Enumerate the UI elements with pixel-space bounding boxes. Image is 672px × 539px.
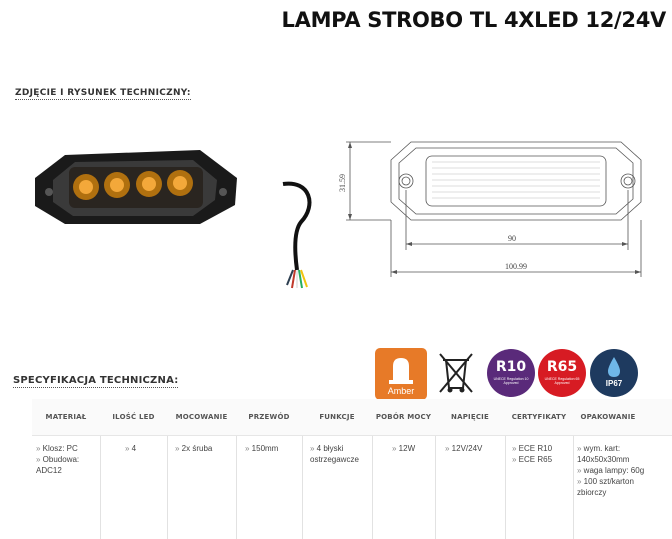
weee-bin-icon <box>439 353 473 393</box>
r10-sublabel: UNECE Regulation 10 Approved <box>493 377 529 385</box>
col-head-voltage: NAPIĘCIE <box>451 413 489 421</box>
col-divider <box>372 436 373 539</box>
col-divider <box>435 436 436 539</box>
col-divider <box>302 436 303 539</box>
col-divider <box>573 436 574 539</box>
cell-certificates: ECE R10 ECE R65 <box>512 443 570 465</box>
cell-item: Klosz: PC <box>36 443 98 454</box>
dim-height: 31.59 <box>338 174 347 192</box>
cell-material: Klosz: PC Obudowa: ADC12 <box>36 443 98 476</box>
spec-table: MATERIAŁ ILOŚĆ LED MOCOWANIE PRZEWÓD FUN… <box>32 399 672 539</box>
col-divider <box>100 436 101 539</box>
col-head-material: MATERIAŁ <box>45 413 87 421</box>
col-divider <box>167 436 168 539</box>
section-label-spec: SPECYFIKACJA TECHNICZNA: <box>13 375 179 388</box>
cell-voltage: 12V/24V <box>445 443 503 454</box>
beacon-icon <box>389 358 413 384</box>
cell-item: 2x śruba <box>175 443 235 454</box>
cell-packaging: wym. kart: 140x50x30mm waga lampy: 60g 1… <box>577 443 645 498</box>
r10-badge: R10 UNECE Regulation 10 Approved <box>487 349 535 397</box>
ip67-label: IP67 <box>605 379 623 388</box>
col-head-led-count: ILOŚĆ LED <box>112 413 155 421</box>
dim-inner: 90 <box>508 234 516 243</box>
cell-item: waga lampy: 60g <box>577 465 645 476</box>
cell-mounting: 2x śruba <box>175 443 235 454</box>
cell-functions: 4 błyski ostrzegawcze <box>310 443 370 465</box>
cell-item: 12V/24V <box>445 443 503 454</box>
technical-drawing: 31.59 90 100.99 <box>338 141 642 277</box>
r65-badge: R65 UNECE Regulation 65 Approved <box>538 349 586 397</box>
cell-item: wym. kart: 140x50x30mm <box>577 443 645 465</box>
dim-total: 100.99 <box>505 262 527 271</box>
cell-led-count: 4 <box>125 443 165 454</box>
col-divider <box>236 436 237 539</box>
col-head-power: POBÓR MOCY <box>375 413 432 421</box>
r10-label: R10 <box>495 359 527 375</box>
cell-item: ECE R10 <box>512 443 570 454</box>
header-divider <box>32 435 672 436</box>
ip67-badge: IP67 <box>590 349 638 397</box>
r65-sublabel: UNECE Regulation 65 Approved <box>544 377 580 385</box>
page-title: LAMPA STROBO TL 4XLED 12/24V <box>281 8 667 32</box>
col-head-certificates: CERTYFIKATY <box>511 413 567 421</box>
amber-badge: Amber <box>375 348 427 400</box>
cell-item: ECE R65 <box>512 454 570 465</box>
col-head-functions: FUNKCJE <box>319 413 355 421</box>
cell-power: 12W <box>392 443 432 454</box>
product-photo <box>35 150 312 289</box>
col-head-packaging: OPAKOWANIE <box>580 413 636 421</box>
cell-item: 12W <box>392 443 432 454</box>
cell-item: 4 <box>125 443 165 454</box>
cell-cable: 150mm <box>245 443 300 454</box>
water-drop-icon <box>608 357 620 377</box>
col-head-cable: PRZEWÓD <box>248 413 290 421</box>
spec-table-header <box>32 399 672 436</box>
col-divider <box>505 436 506 539</box>
section-label-photo: ZDJĘCIE I RYSUNEK TECHNICZNY: <box>15 88 191 100</box>
cell-item: 100 szt/karton zbiorczy <box>577 476 645 498</box>
r65-label: R65 <box>546 359 578 375</box>
cell-item: 4 błyski ostrzegawcze <box>310 443 370 465</box>
col-head-mounting: MOCOWANIE <box>175 413 228 421</box>
amber-label: Amber <box>387 386 415 396</box>
cell-item: 150mm <box>245 443 300 454</box>
cell-item: Obudowa: ADC12 <box>36 454 98 476</box>
